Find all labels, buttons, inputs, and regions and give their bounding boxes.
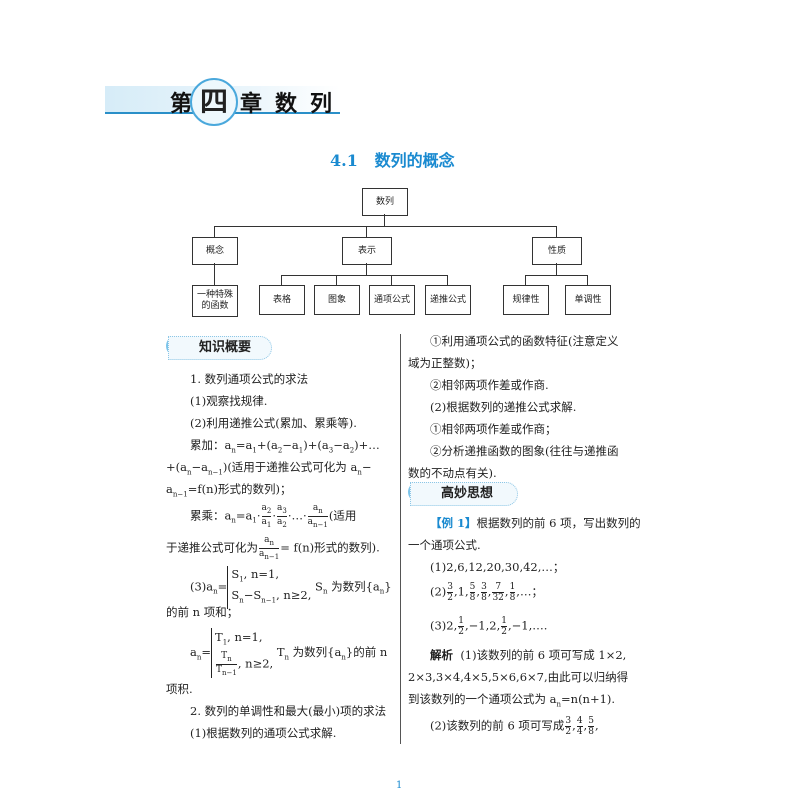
chapter-number: 四 <box>190 78 238 126</box>
section-number: 4.1 <box>330 151 358 170</box>
node-concept: 概念 <box>192 237 238 265</box>
text-line: (2)根据数列的递推公式求解. <box>430 400 577 414</box>
column-divider <box>400 334 401 744</box>
chapter-di: 第 <box>170 91 193 117</box>
node-special-function: 一种特殊 的函数 <box>192 285 238 317</box>
text-line: an−1=f(n)形式的数列)； <box>166 482 292 499</box>
text-line: ①利用通项公式的函数特征(注意定义 <box>430 334 619 348</box>
text-line: ②相邻两项作差或作商. <box>430 378 549 392</box>
text-line: 1. 数列通项公式的求法 <box>190 372 309 386</box>
text-line: (1)根据数列的通项公式求解. <box>190 726 337 740</box>
chapter-zhang: 章 <box>240 91 263 117</box>
chapter-title-2: 列 <box>310 91 333 117</box>
text-line: 的前 n 项和； <box>166 605 239 619</box>
text-line: (3)an=S1, n=1,Sn−Sn−1, n≥2, Sn 为数列{an} <box>190 566 392 609</box>
node-graph: 图象 <box>314 285 360 315</box>
node-table: 表格 <box>259 285 305 315</box>
text-line: 域为正整数)； <box>408 356 482 370</box>
insight-tag: 高妙思想 <box>410 482 518 506</box>
text-line: 【例 1】根据数列的前 6 项，写出数列的 <box>430 516 641 530</box>
text-line: 2×3,3×4,4×5,5×6,6×7,由此可以归纳得 <box>408 670 629 684</box>
text-line: 2. 数列的单调性和最大(最小)项的求法 <box>190 704 387 718</box>
text-line: (1)观察找规律. <box>190 394 268 408</box>
text-line: ②分析递推函数的图象(往往与递推函 <box>430 444 619 458</box>
node-recursive-formula: 递推公式 <box>425 285 471 315</box>
node-general-formula: 通项公式 <box>369 285 415 315</box>
text-line: (2)利用递推公式(累加、累乘等). <box>190 416 357 430</box>
node-property: 性质 <box>532 237 582 265</box>
node-root: 数列 <box>362 188 408 216</box>
knowledge-overview-tag: 知识概要 <box>168 336 272 360</box>
text-line: 一个通项公式. <box>408 538 481 552</box>
text-line: 到该数列的一个通项公式为 an=n(n+1). <box>408 692 616 709</box>
section-title: 数列的概念 <box>374 151 455 170</box>
text-line: 项积. <box>166 682 193 696</box>
text-line: 解析 (1)该数列的前 6 项可写成 1×2, <box>430 648 627 662</box>
text-line: +(an−an−1)(适用于递推公式可化为 an− <box>166 460 372 477</box>
page-number: 1 <box>396 780 403 791</box>
chapter-title-1: 数 <box>275 91 298 117</box>
text-line: 数的不动点有关). <box>408 466 497 480</box>
text-line: ①相邻两项作差或作商； <box>430 422 557 436</box>
node-monotonicity: 单调性 <box>565 285 611 315</box>
section-heading: 4.1 数列的概念 <box>330 147 455 171</box>
text-line: 累加：an=a1+(a2−a1)+(a3−a2)+… <box>190 438 380 455</box>
node-regularity: 规律性 <box>503 285 549 315</box>
node-representation: 表示 <box>342 237 392 265</box>
text-line: (1)2,6,12,20,30,42,…； <box>430 560 565 574</box>
